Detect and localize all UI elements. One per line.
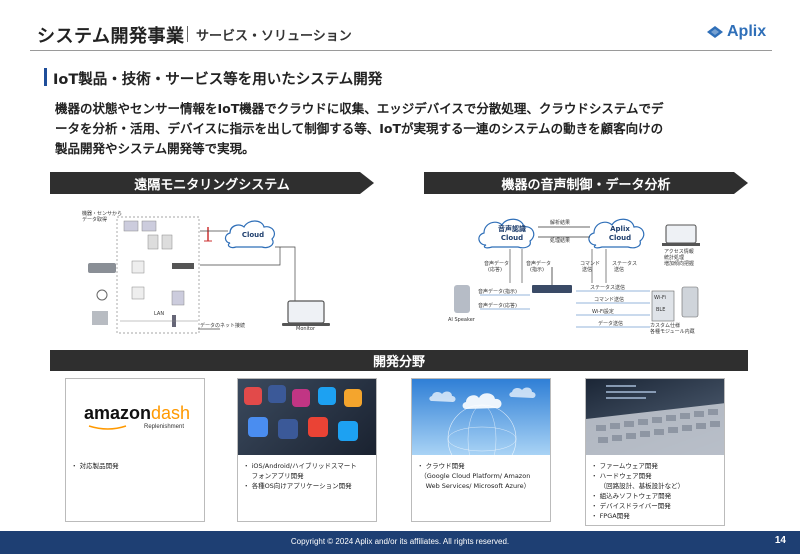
voice-response-label: 音声データ (484, 261, 510, 267)
list-item: ・ ハードウェア開発 (591, 472, 652, 480)
list-item: ・ デバイスドライバー開発 (591, 502, 671, 510)
header-rule (30, 50, 772, 51)
card-items: ・ iOS/Android/ハイブリッドスマート フォンアプリ開発 ・ 各種OS… (238, 455, 376, 521)
wifi-label: Wi-Fi (654, 295, 666, 301)
stats-label: 統計処理 (664, 255, 685, 261)
list-item: ・ 各種OS向けアプリケーション開発 (243, 482, 352, 490)
cloud-label: Cloud (241, 231, 265, 239)
lan-label: LAN (154, 311, 165, 317)
description-line: ータを分析・活用、デバイスに指示を出して制御する等、IoTが実現する一連のシステ… (55, 121, 664, 136)
voice-control-heading: 機器の音声制御・データ分析 (424, 172, 748, 194)
list-item: ・ ファームウェア開発 (591, 462, 658, 470)
remote-monitoring-graphic (88, 216, 330, 334)
logo-dash-text: dash (151, 403, 191, 423)
card-items: ・ ファームウェア開発 ・ ハードウェア開発 （回路設計、基板設計など） ・ 組… (586, 455, 724, 525)
trend-label: 増加傾向把握 (664, 261, 695, 267)
voice-command-label: 音声データ (526, 261, 552, 267)
custom-module-label: 各種モジュール内蔵 (650, 329, 695, 335)
smartphone-apps-image (238, 379, 376, 455)
voice-resp-label: 音声データ(応答) (478, 303, 517, 309)
list-item: フォンアプリ開発 (243, 472, 304, 480)
aplix-cloud-label-2: Cloud (608, 234, 632, 242)
cloud-globe-graphic (429, 387, 536, 455)
card-items: ・ クラウド開発 （Google Cloud Platform/ Amazon … (412, 455, 550, 521)
description-line: 製品開発やシステム開発等で実現。 (55, 141, 255, 156)
amazon-dash-logo: amazondash (84, 403, 190, 424)
remote-monitoring-diagram: 機器・センサから データ取得 Cloud LAN データのネット接続 Monit… (80, 205, 360, 335)
aplix-cloud-label-1: Aplix (610, 225, 630, 233)
command-tx-label: コマンド送信 (594, 297, 625, 303)
card-items: ・ 対応製品開発 (66, 455, 204, 521)
ai-speaker-label: AI Speaker (448, 317, 475, 323)
section-accent-bar (44, 68, 47, 86)
ble-label: BLE (656, 307, 666, 313)
custom-spec-label: カスタム仕様 (650, 323, 681, 329)
footer: Copyright © 2024 Aplix and/or its affili… (0, 531, 800, 554)
description-line: 機器の状態やセンサー情報をIoT機器でクラウドに収集、エッジデバイスで分散処理、… (55, 101, 664, 116)
aplix-logo: Aplix (706, 23, 766, 41)
voice-cloud-label-1: 音声認識 (498, 225, 526, 233)
sensor-label: 機器・センサから (82, 211, 123, 217)
page-subtitle: サービス・ソリューション (196, 29, 352, 44)
status-send-label-2: 送信 (614, 267, 625, 273)
description: 機器の状態やセンサー情報をIoT機器でクラウドに収集、エッジデバイスで分散処理、… (55, 99, 767, 159)
laptop-keyboard-image (586, 379, 724, 455)
processing-result-label: 処理結果 (550, 238, 571, 244)
logo-replenishment-text: Replenishment (144, 424, 185, 430)
amazon-smile-icon (88, 425, 127, 430)
access-info-label: アクセス情報 (664, 249, 694, 255)
list-item: ・ クラウド開発 (417, 462, 465, 470)
card-hardware: ・ ファームウェア開発 ・ ハードウェア開発 （回路設計、基板設計など） ・ 組… (585, 378, 725, 526)
card-amazon-dash: amazondash Replenishment ・ 対応製品開発 (65, 378, 205, 522)
analysis-result-label: 解析結果 (550, 220, 571, 226)
aplix-cloud-label: Aplix Cloud (600, 225, 640, 243)
amazon-dash-logo-image: amazondash Replenishment (66, 379, 204, 455)
voice-cmd-label: 音声データ(指示) (478, 289, 517, 295)
logo-text: Aplix (727, 23, 767, 40)
app-icons-graphic (244, 385, 362, 441)
card-apps: ・ iOS/Android/ハイブリッドスマート フォンアプリ開発 ・ 各種OS… (237, 378, 377, 522)
list-item: ・ iOS/Android/ハイブリッドスマート (243, 462, 357, 470)
list-item: （回路設計、基板設計など） (591, 482, 685, 490)
slide-header: システム開発事業 サービス・ソリューション Aplix (0, 0, 800, 52)
card-cloud: ・ クラウド開発 （Google Cloud Platform/ Amazon … (411, 378, 551, 522)
status-tx-label: ステータス送信 (590, 285, 626, 291)
cloud-globe-image (412, 379, 550, 455)
voice-cloud-label-2: Cloud (500, 234, 524, 242)
monitor-label: Monitor (296, 326, 316, 332)
data-tx-label: データ送信 (598, 321, 624, 327)
sensor-label-2: データ取得 (82, 217, 108, 223)
section-title: IoT製品・技術・サービス等を用いたシステム開発 (53, 72, 383, 88)
list-item: ・ FPGA開発 (591, 512, 630, 520)
wifi-setting-label: Wi-Fi設定 (592, 309, 614, 315)
list-item: Web Services/ Microsoft Azure） (417, 482, 531, 490)
voice-control-graphic (454, 218, 700, 328)
network-label: データのネット接続 (200, 323, 246, 329)
voice-cloud-label: 音声認識 Cloud (492, 225, 532, 243)
command-send-label-2: 送信 (582, 267, 593, 273)
voice-command-label-2: (指示) (530, 267, 544, 273)
remote-monitoring-heading: 遠隔モニタリングシステム (50, 172, 374, 194)
page-title: システム開発事業 (37, 26, 185, 47)
title-divider (187, 26, 188, 42)
page-number: 14 (774, 535, 786, 546)
logo-amazon-text: amazon (84, 403, 152, 423)
command-send-label: コマンド (580, 261, 601, 267)
development-fields-band: 開発分野 (50, 350, 748, 371)
voice-control-diagram: 音声認識 Cloud Aplix Cloud 解析結果 処理結果 音声データ (… (440, 205, 730, 340)
keyboard-graphic (586, 385, 724, 455)
copyright-text: Copyright © 2024 Aplix and/or its affili… (290, 537, 510, 546)
aplix-diamond-icon (707, 26, 723, 38)
voice-response-label-2: (応答) (488, 267, 502, 273)
list-item: ・ 組込みソフトウェア開発 (591, 492, 672, 500)
status-send-label: ステータス (612, 261, 638, 267)
list-item: ・ 対応製品開発 (71, 462, 119, 470)
list-item: （Google Cloud Platform/ Amazon (417, 472, 531, 480)
